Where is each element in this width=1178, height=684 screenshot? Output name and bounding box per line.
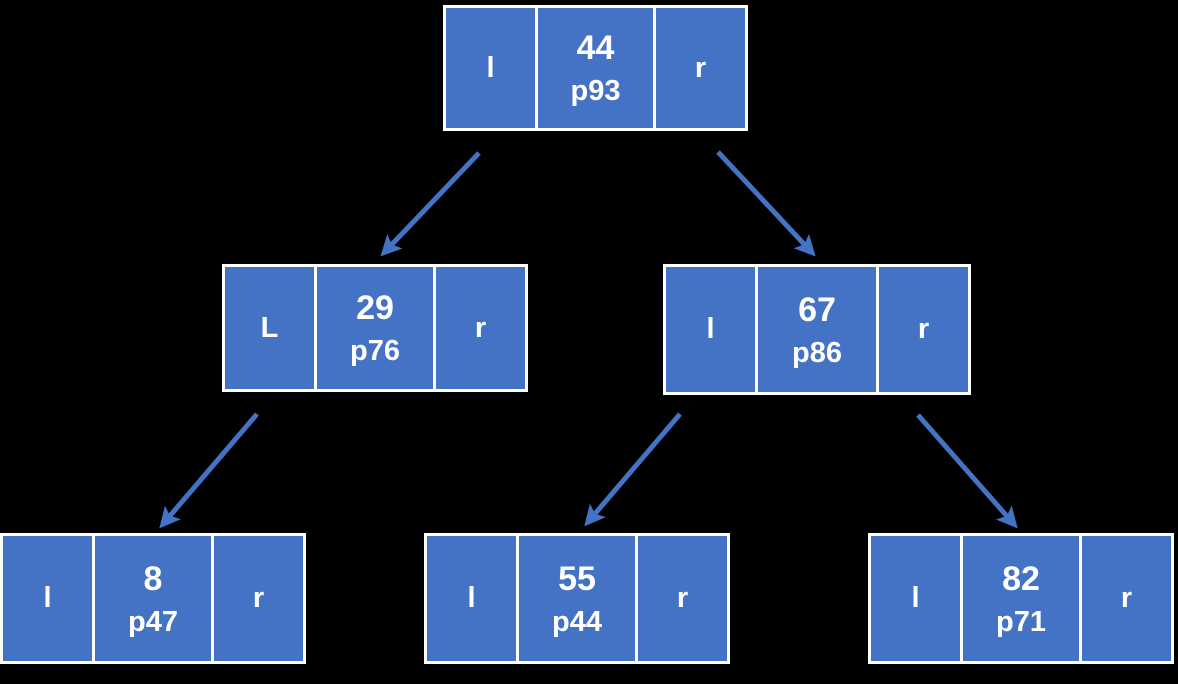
node-priority: p93 xyxy=(570,75,621,108)
node-right-pointer-cell: r xyxy=(214,536,303,661)
node-left-pointer-cell: l xyxy=(427,536,516,661)
edge-29-to-8 xyxy=(159,412,259,529)
node-left-pointer-cell: L xyxy=(225,267,314,389)
node-key: 82 xyxy=(1002,559,1040,598)
node-priority: p71 xyxy=(996,605,1046,638)
node-key: 8 xyxy=(143,559,163,598)
edge-root-to-29 xyxy=(380,151,481,257)
node-right-pointer-cell: r xyxy=(1082,536,1171,661)
node-left-pointer-cell: l xyxy=(871,536,960,661)
node-key: 44 xyxy=(576,29,615,68)
node-right-pointer-cell: r xyxy=(656,8,745,128)
node-left-pointer-cell: l xyxy=(446,8,535,128)
node-right-pointer-cell: r xyxy=(436,267,525,389)
node-priority: p47 xyxy=(128,605,178,638)
node-priority: p76 xyxy=(350,335,400,368)
node-key: 29 xyxy=(356,289,394,328)
node-priority: p44 xyxy=(552,605,602,638)
node-key: 55 xyxy=(558,559,596,598)
node-right-pointer-cell: r xyxy=(638,536,727,661)
edge-67-to-82 xyxy=(916,413,1018,529)
node-key: 67 xyxy=(798,290,836,329)
node-priority: p86 xyxy=(792,336,842,369)
edge-root-to-67 xyxy=(716,150,816,257)
node-right-pointer-cell: r xyxy=(879,267,968,392)
edge-67-to-55 xyxy=(584,412,682,527)
node-left-pointer-cell: l xyxy=(666,267,755,392)
node-left-pointer-cell: l xyxy=(3,536,92,661)
